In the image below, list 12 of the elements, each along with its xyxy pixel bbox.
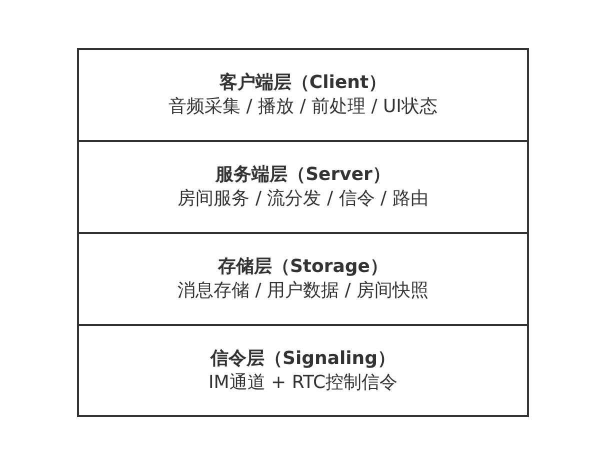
- layer-heading: 服务端层（Server）: [216, 163, 390, 187]
- layer-description: 消息存储 / 用户数据 / 房间快照: [177, 279, 428, 303]
- layer-heading: 存储层（Storage）: [218, 255, 388, 279]
- layer-box: [77, 232, 529, 326]
- layer-box: [77, 324, 529, 417]
- layer-description: 房间服务 / 流分发 / 信令 / 路由: [178, 187, 428, 211]
- layer-box: [77, 140, 529, 234]
- layer-heading: 信令层（Signaling）: [210, 346, 396, 370]
- layer-description: IM通道 + RTC控制信令: [208, 370, 398, 394]
- layer-box: [77, 48, 529, 142]
- layer-description: 音频采集 / 播放 / 前处理 / UI状态: [168, 95, 438, 119]
- layer-heading: 客户端层（Client）: [219, 71, 387, 95]
